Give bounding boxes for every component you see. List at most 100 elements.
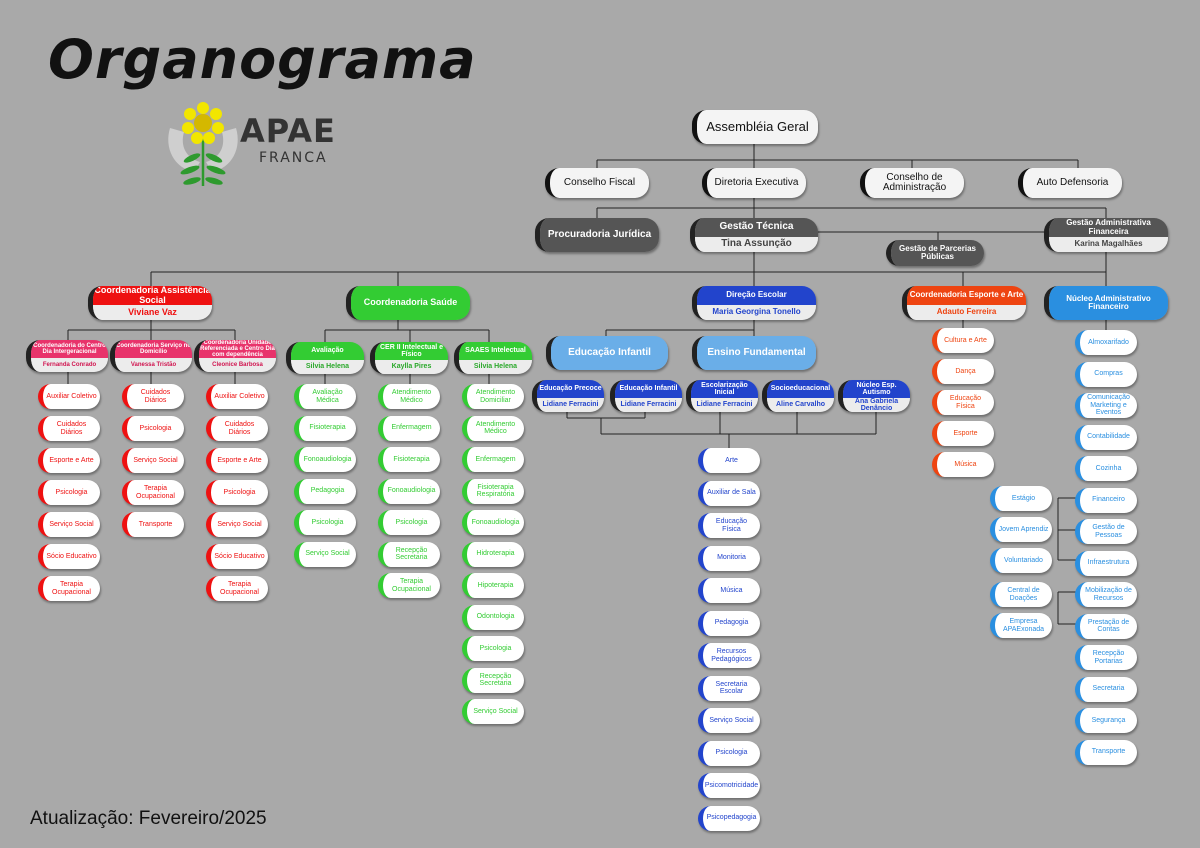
esporte-item: Esporte (932, 421, 994, 446)
coord-saude: Coordenadoria Saúde (346, 286, 470, 320)
educacao-infantil-box: Educação Infantil (546, 336, 668, 370)
saude-item: Enfermagem (378, 415, 440, 441)
escola-item: Monitoria (698, 545, 760, 571)
adm-pessoas-sub: Voluntariado (990, 548, 1052, 573)
coord-assistencia-social-title: Coordenadoria Assistência Social (93, 286, 212, 305)
adm-item: Segurança (1075, 708, 1137, 733)
adm-item: Mobilização de Recursos (1075, 582, 1137, 607)
escola-item: Recursos Pedagógicos (698, 643, 760, 668)
gestao-parcerias-box: Gestão de Parcerias Públicas (886, 240, 984, 266)
saude-item: Psicologia (462, 636, 524, 661)
adm-item: Recepção Portarias (1075, 645, 1137, 670)
adm-item: Financeiro (1075, 487, 1137, 513)
social-item: Terapia Ocupacional (206, 576, 268, 601)
saude-item: Odontologia (462, 604, 524, 630)
esporte-item: Dança (932, 359, 994, 384)
nucleo-adm-financeiro-title: Núcleo Administrativo Financeiro (1049, 286, 1168, 320)
social-sub-2: Coordenadoria Unidade Referenciada e Cen… (194, 340, 276, 372)
adm-item: Comunicação Marketing e Eventos (1075, 393, 1137, 418)
saude-sub-0-title: Avaliação (291, 342, 364, 360)
saude-item: Psicologia (294, 510, 356, 535)
adm-item: Infraestrutura (1075, 550, 1137, 576)
saude-item: Atendimento Médico (462, 415, 524, 441)
adm-pessoas-sub: Jovem Aprendiz (990, 517, 1052, 542)
escola-unit-1-title: Educação Infantil (615, 380, 682, 398)
ensino-fundamental-box-title: Ensino Fundamental (697, 336, 816, 370)
saude-item: Hipoterapia (462, 573, 524, 598)
escola-item: Psicologia (698, 740, 760, 766)
escola-unit-1-person: Lidiane Ferracini (615, 398, 682, 412)
social-item: Cuidados Diários (206, 416, 268, 441)
coord-esporte-arte-person: Adauto Ferreira (907, 305, 1026, 320)
saude-item: Serviço Social (294, 541, 356, 567)
saude-item: Serviço Social (462, 699, 524, 724)
social-item: Psicologia (122, 416, 184, 441)
social-item: Sócio Educativo (38, 544, 100, 569)
assembleia-geral-box: Assembléia Geral (692, 110, 818, 144)
adm-item: Gestão de Pessoas (1075, 519, 1137, 544)
coord-saude-title: Coordenadoria Saúde (351, 286, 470, 320)
saude-item: Pedagogia (294, 478, 356, 504)
procuradoria-box: Procuradoria Jurídica (535, 218, 659, 252)
adm-pessoas-sub: Estágio (990, 486, 1052, 511)
social-item: Esporte e Arte (206, 448, 268, 473)
esporte-item: Educação Física (932, 390, 994, 415)
gestao-parcerias-box-title: Gestão de Parcerias Públicas (891, 240, 984, 266)
escola-unit-4-person: Ana Gabriela Denâncio (843, 398, 910, 412)
apae-logo-icon (168, 102, 238, 186)
social-item: Serviço Social (122, 448, 184, 473)
social-item: Auxiliar Coletivo (206, 384, 268, 409)
saude-item: Fisioterapia Respiratória (462, 478, 524, 504)
adm-item: Secretaria (1075, 676, 1137, 702)
nucleo-adm-financeiro: Núcleo Administrativo Financeiro (1044, 286, 1168, 320)
social-sub-1-title: Coordenadoria Serviço no Domicílio (115, 340, 192, 358)
adm-item: Contabilidade (1075, 424, 1137, 450)
escola-item: Música (698, 578, 760, 603)
logo-name: APAE (240, 112, 336, 150)
social-item: Auxiliar Coletivo (38, 384, 100, 409)
conselho-administracao-box: Conselho de Administração (860, 168, 964, 198)
saude-sub-0-person: Silvia Helena (291, 360, 364, 374)
escola-item: Serviço Social (698, 708, 760, 733)
esporte-item: Cultura e Arte (932, 328, 994, 353)
saude-sub-1-person: Kaylla Pires (375, 360, 448, 374)
auto-defensoria-box: Auto Defensoria (1018, 168, 1122, 198)
adm-recursos-sub: Empresa APAExonada (990, 613, 1052, 638)
saude-item: Atendimento Médico (378, 384, 440, 409)
escola-item: Educação Física (698, 513, 760, 538)
coord-esporte-arte-title: Coordenadoria Esporte e Arte (907, 286, 1026, 305)
saude-item: Fonoaudiologia (462, 510, 524, 535)
saude-item: Recepção Secretaria (462, 667, 524, 693)
direcao-escolar-title: Direção Escolar (697, 286, 816, 305)
coord-assistencia-social-person: Viviane Vaz (93, 305, 212, 320)
social-item: Psicologia (206, 480, 268, 505)
social-item: Cuidados Diários (122, 384, 184, 409)
social-sub-2-title: Coordenadoria Unidade Referenciada e Cen… (199, 340, 276, 359)
escola-unit-3-person: Aline Carvalho (767, 398, 834, 412)
social-item: Psicologia (38, 480, 100, 505)
saude-item: Psicologia (378, 510, 440, 535)
saude-item: Fisioterapia (294, 415, 356, 441)
social-sub-0-person: Fernanda Conrado (31, 358, 108, 372)
procuradoria-box-title: Procuradoria Jurídica (540, 218, 659, 252)
saude-item: Fisioterapia (378, 447, 440, 472)
saude-item: Enfermagem (462, 447, 524, 472)
adm-item: Prestação de Contas (1075, 613, 1137, 639)
escola-unit-4-title: Núcleo Esp. Autismo (843, 380, 910, 398)
update-note: Atualização: Fevereiro/2025 (30, 808, 267, 829)
escola-item: Pedagogia (698, 610, 760, 636)
social-item: Cuidados Diários (38, 416, 100, 441)
social-item: Terapia Ocupacional (38, 576, 100, 601)
social-sub-2-person: Cleonice Barbosa (199, 358, 276, 372)
escola-unit-2-person: Lidiane Ferracini (691, 398, 758, 412)
